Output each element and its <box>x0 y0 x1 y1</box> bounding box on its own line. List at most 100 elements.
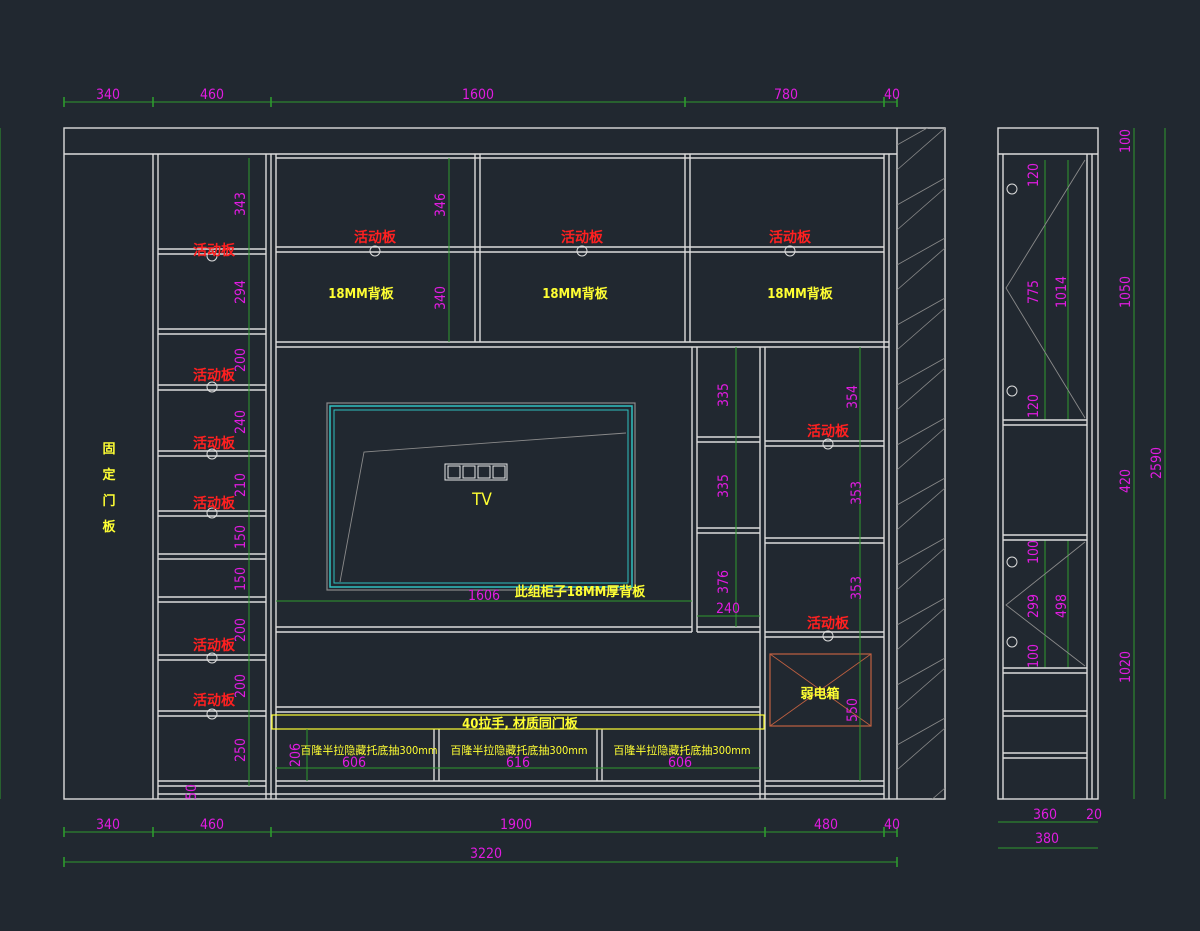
tv-screen <box>326 402 636 591</box>
left-active-label-5: 活动板 <box>193 637 236 654</box>
side-top-dim-4: 120 <box>1026 394 1042 418</box>
cabinet-outline <box>63 127 946 800</box>
bottom-dim-1: 340 <box>96 817 120 833</box>
side-pin-holes <box>1006 183 1018 648</box>
left-dim-8: 200 <box>233 618 249 642</box>
left-active-label-2: 活动板 <box>193 367 236 384</box>
tv-back-note: 此组柜子18MM厚背板 <box>515 584 647 600</box>
middle-dim-4: 240 <box>716 601 740 617</box>
side-back-dim: 20 <box>1086 807 1102 823</box>
bottom-dimension-labels: 340 460 1900 480 40 3220 360 20 380 <box>96 807 1102 862</box>
upper-dim-2: 340 <box>433 286 449 310</box>
fixed-door-char-2: 定 <box>101 467 115 483</box>
tv-labels: TV 1606 此组柜子18MM厚背板 <box>468 490 646 604</box>
upper-cabinets <box>276 154 889 348</box>
handle-strip <box>271 714 765 730</box>
outlet-icon <box>444 463 508 481</box>
bottom-dim-5: 40 <box>884 817 900 833</box>
left-dim-1: 343 <box>233 192 249 216</box>
left-dim-9: 200 <box>233 674 249 698</box>
fixed-door-char-3: 门 <box>102 493 115 509</box>
bottom-dim-4: 480 <box>814 817 838 833</box>
side-bottom-dim-1: 100 <box>1026 540 1042 564</box>
left-dim-10: 250 <box>233 738 249 762</box>
middle-column-dims: 335 335 376 240 <box>716 383 740 617</box>
left-dim-11: 50 <box>184 784 200 800</box>
drawer-label-2: 百隆半拉隐藏托底抽300mm <box>450 743 587 757</box>
middle-right-columns <box>691 347 884 799</box>
fixed-door-char-1: 固 <box>102 442 115 457</box>
side-total-height: 2590 <box>1149 447 1165 479</box>
upper-dim-1: 346 <box>433 193 449 217</box>
shelf-pin-holes <box>206 245 834 720</box>
tv-width-dim: 1606 <box>468 588 500 604</box>
upper-active-label-2: 活动板 <box>561 229 604 246</box>
side-right-dim-2: 1050 <box>1118 276 1134 308</box>
dimension-ticks <box>63 97 898 867</box>
drawer-label-1: 百隆半拉隐藏托底抽300mm <box>300 743 437 757</box>
right-dim-4: 550 <box>845 698 861 722</box>
top-dim-1: 340 <box>96 87 120 103</box>
drawer-width-2: 616 <box>506 755 530 771</box>
side-top-dim-3: 1014 <box>1054 276 1070 308</box>
right-dim-1: 354 <box>845 385 861 409</box>
tv-zone <box>158 626 884 795</box>
side-right-dim-4: 1020 <box>1118 651 1134 683</box>
left-dim-3: 200 <box>233 348 249 372</box>
middle-dim-1: 335 <box>716 383 732 407</box>
side-view-dims: 120 775 1014 120 100 299 498 100 100 105… <box>1026 129 1165 683</box>
drawer-height-dim: 206 <box>288 743 304 767</box>
middle-dim-2: 335 <box>716 474 732 498</box>
left-dim-6: 150 <box>233 525 249 549</box>
upper-back-label-3: 18MM背板 <box>767 286 834 302</box>
weak-electric-box <box>769 653 872 727</box>
left-dim-7: 150 <box>233 567 249 591</box>
handle-strip-label: 40拉手, 材质同门板 <box>462 716 579 732</box>
upper-back-label-1: 18MM背板 <box>328 286 395 302</box>
side-view <box>997 127 1099 800</box>
middle-dim-3: 376 <box>716 570 732 594</box>
side-view-door-swing <box>1005 159 1086 667</box>
left-column-active-labels: 活动板 活动板 活动板 活动板 活动板 活动板 <box>193 242 236 709</box>
left-active-label-1: 活动板 <box>193 242 236 259</box>
left-dim-5: 210 <box>233 473 249 497</box>
right-column-labels: 354 353 353 550 活动板 活动板 弱电箱 <box>800 385 865 722</box>
drawer-width-1: 606 <box>342 755 366 771</box>
side-bottom-dim-3: 498 <box>1054 594 1070 618</box>
side-depth-dim: 360 <box>1033 807 1057 823</box>
drawer-width-3: 606 <box>668 755 692 771</box>
side-bottom-dim-2: 299 <box>1026 594 1042 618</box>
side-top-dim-2: 775 <box>1026 280 1042 304</box>
top-dimension-labels: 340 460 1600 780 40 <box>96 87 900 103</box>
left-dim-2: 294 <box>233 280 249 304</box>
top-dim-3: 1600 <box>462 87 494 103</box>
dimension-lines <box>0 101 1166 863</box>
bottom-dim-3: 1900 <box>500 817 532 833</box>
left-dim-4: 240 <box>233 410 249 434</box>
drawer-band-labels: 40拉手, 材质同门板 百隆半拉隐藏托底抽300mm 百隆半拉隐藏托底抽300m… <box>288 716 751 771</box>
side-total-depth: 380 <box>1035 831 1059 847</box>
right-active-label-1: 活动板 <box>807 423 850 440</box>
right-dim-3: 353 <box>849 576 865 600</box>
top-dim-2: 460 <box>200 87 224 103</box>
upper-active-label-1: 活动板 <box>354 229 397 246</box>
side-bottom-dim-4: 100 <box>1026 644 1042 668</box>
side-top-dim-1: 120 <box>1026 163 1042 187</box>
tv-label: TV <box>471 490 492 510</box>
side-right-dim-1: 100 <box>1118 129 1134 153</box>
drawer-label-3: 百隆半拉隐藏托底抽300mm <box>613 743 750 757</box>
weak-electric-box-label: 弱电箱 <box>800 686 839 702</box>
top-dim-5: 40 <box>884 87 900 103</box>
right-dim-2: 353 <box>849 481 865 505</box>
left-active-label-3: 活动板 <box>193 435 236 452</box>
fixed-door-label: 固 定 门 板 <box>101 442 116 535</box>
top-dim-4: 780 <box>774 87 798 103</box>
wall-hatch <box>897 128 945 799</box>
bottom-dim-2: 460 <box>200 817 224 833</box>
overall-width: 3220 <box>470 846 502 862</box>
left-column-shelves <box>158 248 266 787</box>
right-active-label-2: 活动板 <box>807 615 850 632</box>
left-active-label-6: 活动板 <box>193 692 236 709</box>
